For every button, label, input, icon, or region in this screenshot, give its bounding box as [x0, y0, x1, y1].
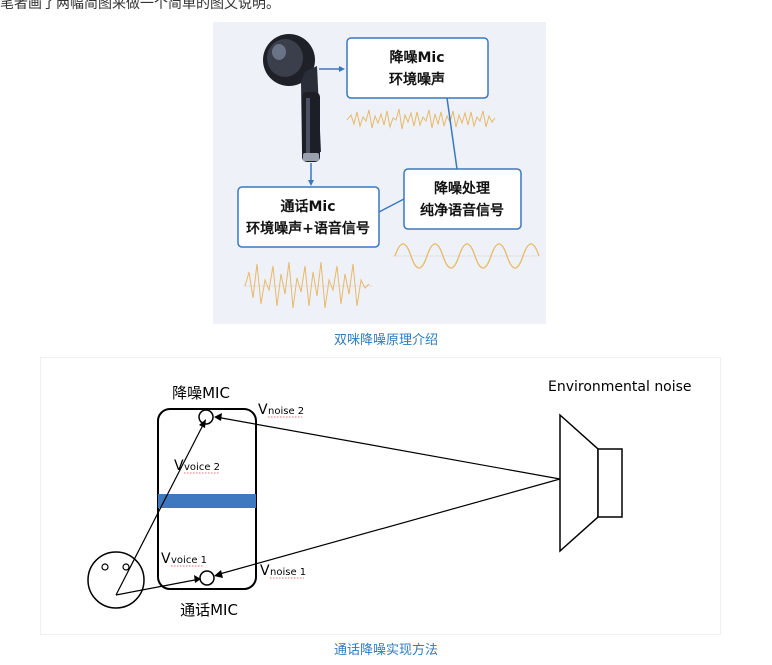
voice-path-1 [115, 578, 201, 596]
connector-call-to-processing [378, 198, 405, 213]
noise-mic-label: 降噪MIC [172, 384, 230, 402]
svg-text:voice 2: voice 2 [184, 462, 220, 473]
noise-path-1 [215, 478, 561, 576]
call-mic-title: 通话Mic [280, 198, 335, 215]
face-icon [87, 551, 145, 609]
svg-text:noise 2: noise 2 [268, 406, 304, 417]
svg-text:V: V [174, 458, 184, 474]
mixed-waveform [243, 261, 373, 309]
processing-subtitle: 纯净语音信号 [420, 202, 504, 219]
noise-path-2 [215, 416, 561, 480]
svg-text:noise 1: noise 1 [270, 567, 306, 578]
call-mic-dot [199, 570, 215, 586]
v-voice2-label: V voice 2 [174, 458, 220, 474]
figure2-caption: 通话降噪实现方法 [333, 643, 438, 658]
v-voice1-label: V voice 1 [161, 551, 207, 567]
figure1-caption: 双咪降噪原理介绍 [333, 333, 438, 348]
noise-mic-dot [198, 409, 214, 425]
noise-mic-subtitle: 环境噪声 [389, 71, 445, 88]
svg-text:voice 1: voice 1 [171, 555, 207, 566]
call-mic-subtitle: 环境噪声+语音信号 [246, 220, 370, 237]
v-noise2-label: V noise 2 [258, 402, 304, 418]
environmental-noise-label: Environmental noise [548, 379, 692, 395]
svg-text:V: V [258, 402, 268, 418]
phone-band [158, 494, 256, 508]
call-mic-label: 通话MIC [180, 601, 238, 619]
intro-text: 笔者画了两幅简图来做一个简单的图文说明。 [0, 0, 280, 12]
figure-dual-mic-diagram: 降噪Mic 环境噪声 降噪处理 纯净语音信号 通话Mic 环境噪声+语音信号 [213, 22, 546, 324]
earbud-image [263, 34, 321, 162]
noise-waveform-top [346, 108, 496, 130]
svg-text:V: V [260, 563, 270, 579]
svg-text:V: V [161, 551, 171, 567]
call-noise-svg: 降噪MIC 通话MIC Environmental noise V noise … [87, 379, 692, 619]
connector-noise-to-processing [446, 97, 458, 170]
noise-mic-title: 降噪Mic [389, 49, 444, 66]
call-mic-box [237, 186, 380, 248]
noise-mic-box [346, 37, 489, 99]
voice-path-2 [115, 422, 205, 596]
clean-waveform [393, 243, 540, 269]
processing-box [403, 168, 522, 230]
processing-title: 降噪处理 [434, 180, 490, 197]
v-noise1-label: V noise 1 [260, 563, 306, 579]
speaker-icon [559, 413, 623, 553]
figure-call-noise-reduction: 降噪MIC 通话MIC Environmental noise V noise … [40, 357, 721, 635]
dual-mic-diagram-svg: 降噪Mic 环境噪声 降噪处理 纯净语音信号 通话Mic 环境噪声+语音信号 [237, 34, 540, 309]
